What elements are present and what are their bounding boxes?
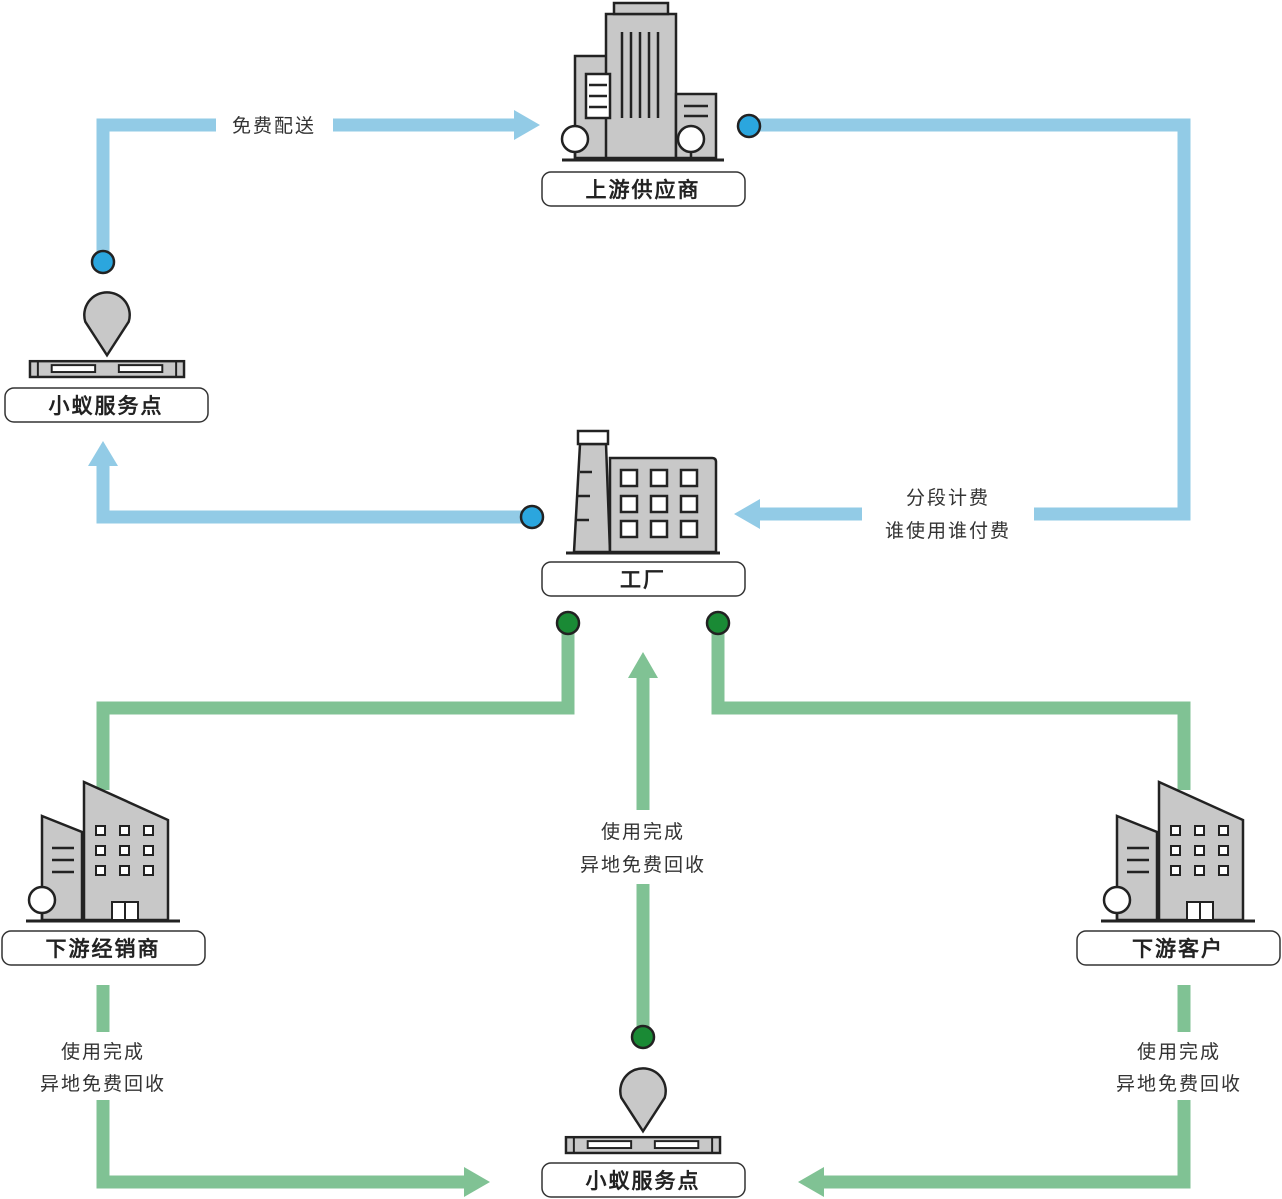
flow-line-recycle-right-tail <box>822 1100 1191 1189</box>
node-label-upstream-supplier: 上游供应商 <box>586 178 701 202</box>
arrowhead-right-icon <box>514 110 540 140</box>
arrowhead-left-icon <box>798 1167 824 1197</box>
node-box-downstream-customer <box>1076 930 1281 966</box>
connector-dot <box>90 249 116 275</box>
edge-label-recycle-right: 使用完成 <box>1137 1041 1221 1063</box>
arrowhead-left-icon <box>734 499 760 529</box>
flow-line-free-delivery <box>96 118 216 262</box>
node-box-upstream-supplier <box>541 171 746 207</box>
connector-dot <box>519 504 545 530</box>
edge-label-recycle-center: 异地免费回收 <box>580 854 706 876</box>
node-label-service-point-bottom: 小蚁服务点 <box>586 1169 701 1193</box>
edge-label-segment-billing: 分段计费 <box>906 487 990 509</box>
connector-dot <box>555 610 581 636</box>
flow-line-factory-to-service-point <box>96 462 532 524</box>
connector-dot <box>736 113 762 139</box>
flow-line-customer-to-factory <box>711 623 1191 790</box>
edge-label-segment-billing: 谁使用谁付费 <box>885 520 1011 542</box>
node-label-downstream-dealer: 下游经销商 <box>46 937 161 961</box>
flow-line-recycle-left-tail <box>96 1100 466 1189</box>
flow-line-dealer-to-factory <box>96 623 575 790</box>
node-label-service-point-top: 小蚁服务点 <box>49 394 164 418</box>
edge-label-recycle-left: 异地免费回收 <box>40 1073 166 1095</box>
office-building-icon <box>1099 780 1257 923</box>
node-box-downstream-dealer <box>1 930 206 966</box>
node-box-service-point-top <box>4 387 209 423</box>
edge-label-free-delivery: 免费配送 <box>232 115 316 137</box>
office-building-icon <box>24 780 182 923</box>
edge-label-recycle-left: 使用完成 <box>61 1041 145 1063</box>
location-pin-pallet-icon <box>28 291 186 379</box>
arrowhead-up-icon <box>628 652 658 678</box>
connector-dot <box>705 610 731 636</box>
office-towers-icon <box>560 1 724 162</box>
node-label-factory: 工厂 <box>620 568 666 592</box>
connector-dot <box>630 1024 656 1050</box>
flow-line-segment-billing <box>749 118 1191 521</box>
factory-icon <box>566 429 720 555</box>
node-label-downstream-customer: 下游客户 <box>1132 937 1224 961</box>
node-box-service-point-bottom <box>541 1162 746 1198</box>
node-box-factory <box>541 561 746 597</box>
location-pin-pallet-icon <box>564 1067 722 1155</box>
arrowhead-right-icon <box>464 1167 490 1197</box>
edge-label-recycle-right: 异地免费回收 <box>1116 1073 1242 1095</box>
edge-label-recycle-center: 使用完成 <box>601 821 685 843</box>
arrowhead-up-icon <box>88 441 118 466</box>
